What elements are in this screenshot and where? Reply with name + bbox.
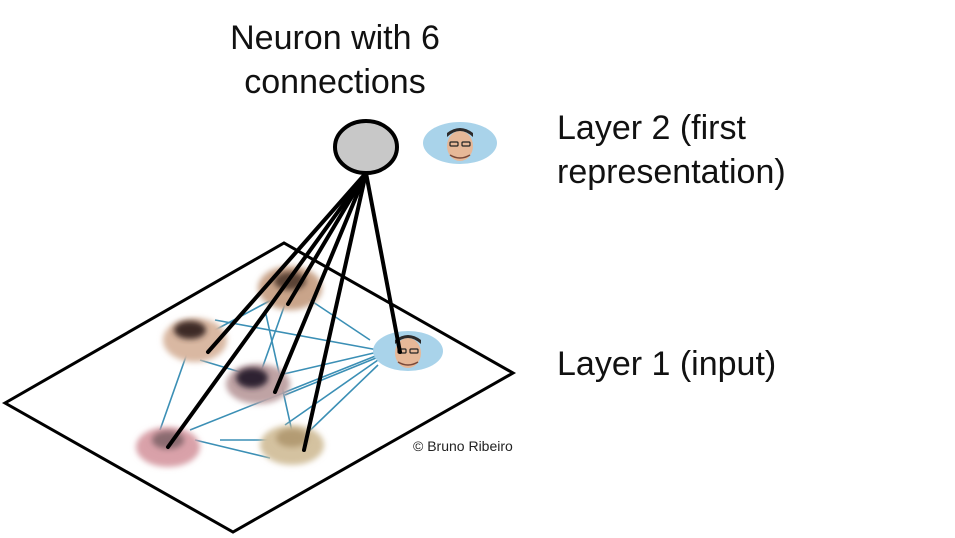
- graph-edge: [194, 439, 271, 459]
- layer2-label-line1: Layer 2 (first: [557, 109, 746, 147]
- layer2-photo: [423, 122, 497, 164]
- neuron-connections: [166, 171, 402, 452]
- graph-edge: [199, 359, 241, 373]
- connection-line: [206, 171, 368, 354]
- connection-line: [364, 171, 402, 354]
- copyright-credit: © Bruno Ribeiro: [413, 438, 513, 454]
- layer1-label: Layer 1 (input): [557, 345, 777, 383]
- input-node-photo: [373, 331, 443, 371]
- neuron-title-line1: Neuron with 6: [230, 19, 440, 57]
- connection-line: [166, 171, 368, 449]
- graph-edge: [214, 319, 379, 351]
- graph-edge: [284, 359, 379, 426]
- graph-edge: [284, 357, 377, 396]
- neuron-node: [333, 119, 399, 175]
- neuron-title: Neuron with 6 connections: [175, 16, 495, 104]
- neuron-title-line2: connections: [244, 63, 426, 101]
- connection-line: [273, 171, 368, 394]
- connection-line: [286, 171, 368, 306]
- connection-line: [302, 171, 368, 452]
- input-node-center: [226, 364, 290, 404]
- layer2-label-line2: representation): [557, 153, 786, 191]
- graph-edge: [299, 364, 379, 441]
- input-node-bottom-right: [260, 425, 324, 465]
- layer2-label: Layer 2 (first representation): [557, 106, 786, 194]
